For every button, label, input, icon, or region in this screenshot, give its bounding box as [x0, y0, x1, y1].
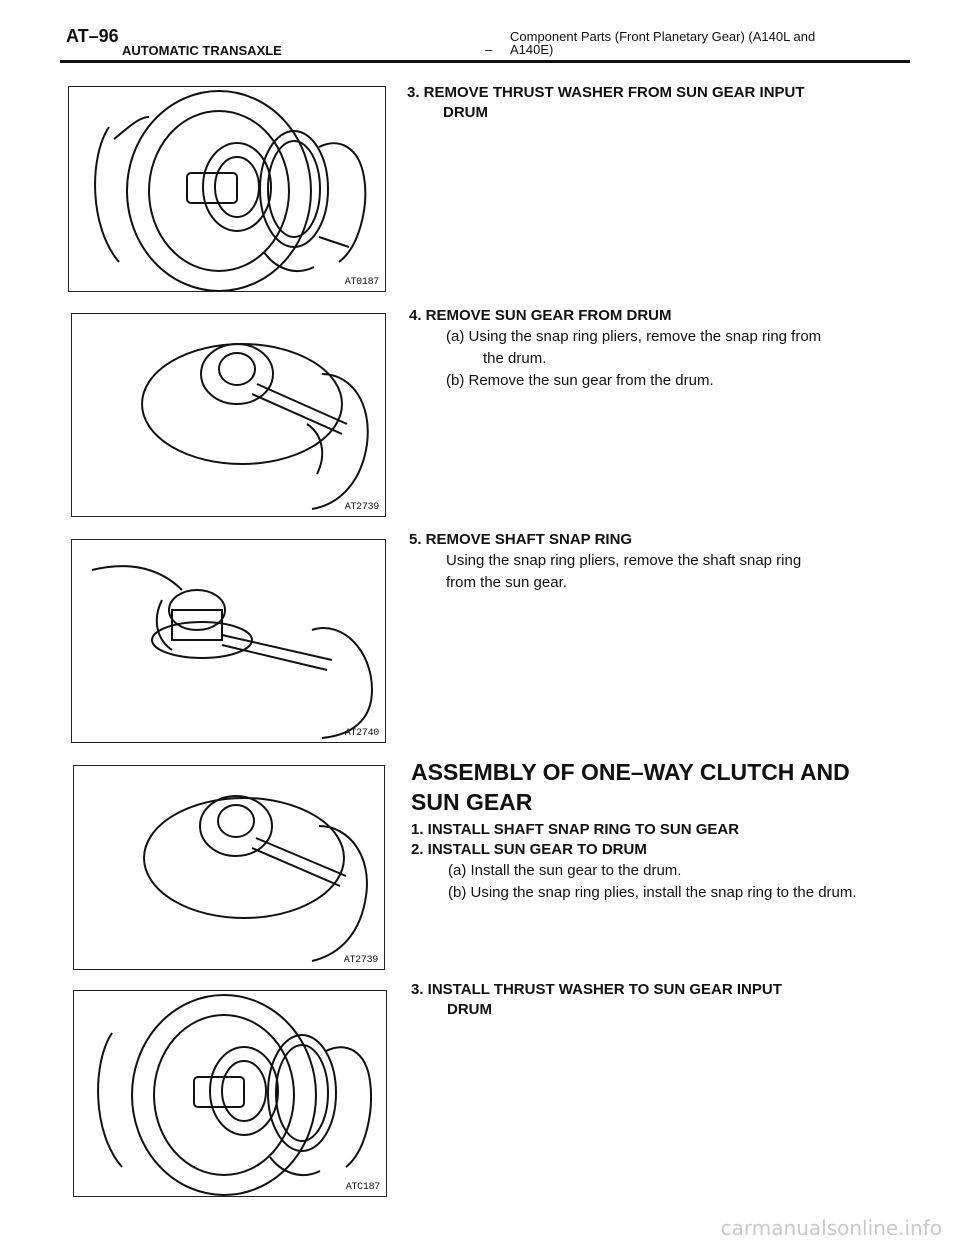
watermark: carmanualsonline.info — [720, 1216, 942, 1240]
figure-code: AT0187 — [344, 277, 380, 288]
step-3-remove-line1: 3. REMOVE THRUST WASHER FROM SUN GEAR IN… — [407, 84, 805, 101]
section-title: AUTOMATIC TRANSAXLE — [122, 43, 282, 58]
step-5-block: 5. REMOVE SHAFT SNAP RING Using the snap… — [409, 530, 929, 594]
thrust-washer-install-illustration — [97, 994, 372, 1196]
step-5-line1: Using the snap ring pliers, remove the s… — [446, 552, 802, 569]
step-5-title: 5. REMOVE SHAFT SNAP RING — [409, 531, 633, 548]
component-title: Component Parts (Front Planetary Gear) (… — [510, 30, 830, 56]
figure-sun-gear-install: AT2739 — [73, 765, 385, 970]
step-3-remove-line2: DRUM — [443, 104, 488, 121]
shaft-snap-ring-illustration — [91, 565, 374, 739]
page-code: AT–96 — [66, 26, 119, 46]
step-4-line-a2: the drum. — [483, 350, 547, 367]
figure-code: AT2739 — [343, 955, 379, 966]
assembly-heading-line2: SUN GEAR — [411, 789, 533, 815]
step-3-remove-title: 3. REMOVE THRUST WASHER FROM SUN GEAR IN… — [407, 83, 805, 123]
figure-thrust-washer-removal: AT0187 — [68, 86, 386, 292]
assembly-block: ASSEMBLY OF ONE–WAY CLUTCH AND SUN GEAR … — [411, 757, 931, 904]
assembly-step-3-line1: 3. INSTALL THRUST WASHER TO SUN GEAR INP… — [411, 981, 782, 998]
figure-shaft-snap-ring: AT2740 — [71, 539, 386, 743]
assembly-step-3-line2: DRUM — [447, 1001, 492, 1018]
assembly-step-2a: (a) Install the sun gear to the drum. — [448, 862, 682, 879]
step-4-line-a1: (a) Using the snap ring pliers, remove t… — [446, 328, 822, 345]
thrust-washer-illustration — [94, 90, 367, 291]
figure-code: ATC187 — [345, 1182, 381, 1193]
assembly-step-2b: (b) Using the snap ring plies, install t… — [448, 884, 857, 901]
figure-code: AT2740 — [344, 728, 380, 739]
figure-thrust-washer-install: ATC187 — [73, 990, 387, 1197]
sun-gear-removal-illustration — [141, 343, 369, 510]
component-title-line1: Component Parts (Front Planetary Gear) (… — [510, 29, 816, 44]
figure-sun-gear-removal: AT2739 — [71, 313, 386, 517]
step-4-block: 4. REMOVE SUN GEAR FROM DRUM (a) Using t… — [409, 306, 929, 392]
header-separator: – — [485, 42, 493, 57]
component-title-line2: A140E) — [510, 42, 554, 57]
header-rule — [60, 60, 910, 63]
sun-gear-install-illustration — [143, 795, 368, 962]
assembly-step-1: 1. INSTALL SHAFT SNAP RING TO SUN GEAR — [411, 821, 740, 838]
assembly-step-3: 3. INSTALL THRUST WASHER TO SUN GEAR INP… — [411, 980, 782, 1020]
assembly-step-2: 2. INSTALL SUN GEAR TO DRUM — [411, 841, 647, 858]
step-4-title: 4. REMOVE SUN GEAR FROM DRUM — [409, 307, 672, 324]
step-5-line2: from the sun gear. — [446, 574, 567, 591]
figure-code: AT2739 — [344, 502, 380, 513]
step-4-line-b: (b) Remove the sun gear from the drum. — [446, 372, 714, 389]
assembly-heading-line1: ASSEMBLY OF ONE–WAY CLUTCH AND — [411, 759, 850, 785]
